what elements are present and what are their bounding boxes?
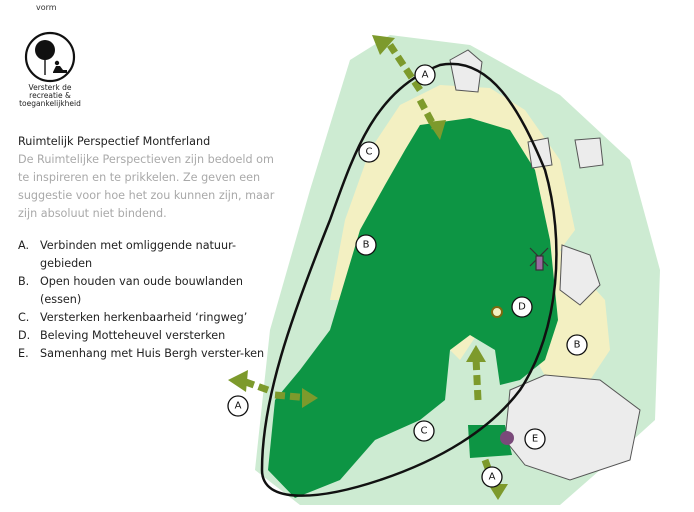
label-a-west: A	[227, 395, 249, 417]
legend-text: Ruimtelijk Perspectief Montferland De Ru…	[18, 133, 283, 363]
svg-text:B: B	[363, 240, 370, 251]
logo-text-line: recreatie &	[29, 91, 71, 100]
map-label-markers: A A A B B C C D E	[227, 64, 588, 488]
label-c-south: C	[413, 420, 435, 442]
label-c-north: C	[358, 141, 380, 163]
list-item: B. Open houden van oude bouwlanden (essen…	[18, 273, 283, 309]
buildings	[449, 49, 641, 481]
motteheuvel-marker	[491, 306, 503, 318]
measures-list: A. Verbinden met omliggende natuur-gebied…	[18, 237, 283, 363]
intro-text: De Ruimtelijke Perspectieven zijn bedoel…	[18, 153, 275, 220]
forest-area	[268, 118, 558, 498]
logo-text-line: toegankelijkheid	[19, 99, 81, 108]
item-key: B.	[18, 275, 30, 288]
label-a-north: A	[414, 64, 436, 86]
svg-text:E: E	[532, 434, 538, 445]
label-b-west: B	[355, 234, 377, 256]
top-label: vorm	[36, 3, 57, 12]
item-label: Versterken herkenbaarheid ‘ringweg’	[40, 311, 248, 324]
svg-text:D: D	[518, 302, 526, 313]
list-item: E. Samenhang met Huis Bergh verster-ken	[18, 345, 283, 363]
svg-text:A: A	[489, 472, 496, 483]
page-title: Ruimtelijk Perspectief Montferland	[18, 135, 211, 148]
svg-text:A: A	[235, 401, 242, 412]
item-key: E.	[18, 347, 29, 360]
item-label: Samenhang met Huis Bergh verster-ken	[40, 347, 265, 360]
recreation-logo: Versterk de recreatie & toegankelijkheid	[10, 30, 90, 108]
label-a-south: A	[481, 466, 503, 488]
item-key: C.	[18, 311, 30, 324]
arrow-heads	[228, 35, 508, 500]
item-label: Beleving Motteheuvel versterken	[40, 329, 226, 342]
item-key: A.	[18, 239, 30, 252]
huis-bergh-marker	[500, 431, 514, 445]
logo-text-line: Versterk de	[28, 83, 72, 92]
windmill-icon	[529, 247, 549, 271]
label-e: E	[524, 428, 546, 450]
list-item: D. Beleving Motteheuvel versterken	[18, 327, 283, 345]
forest-patch	[468, 425, 512, 458]
ringweg	[260, 62, 558, 497]
svg-text:C: C	[366, 147, 373, 158]
list-item: C. Versterken herkenbaarheid ‘ringweg’	[18, 309, 283, 327]
svg-text:B: B	[574, 340, 581, 351]
label-b-east: B	[566, 334, 588, 356]
tree-reclining-person-icon	[24, 31, 76, 83]
item-key: D.	[18, 329, 31, 342]
item-label: Open houden van oude bouwlanden (essen)	[40, 275, 244, 306]
label-d: D	[511, 296, 533, 318]
svg-text:C: C	[421, 426, 428, 437]
item-label: Verbinden met omliggende natuur-gebieden	[40, 239, 237, 270]
list-item: A. Verbinden met omliggende natuur-gebied…	[18, 237, 283, 273]
svg-text:A: A	[422, 70, 429, 81]
